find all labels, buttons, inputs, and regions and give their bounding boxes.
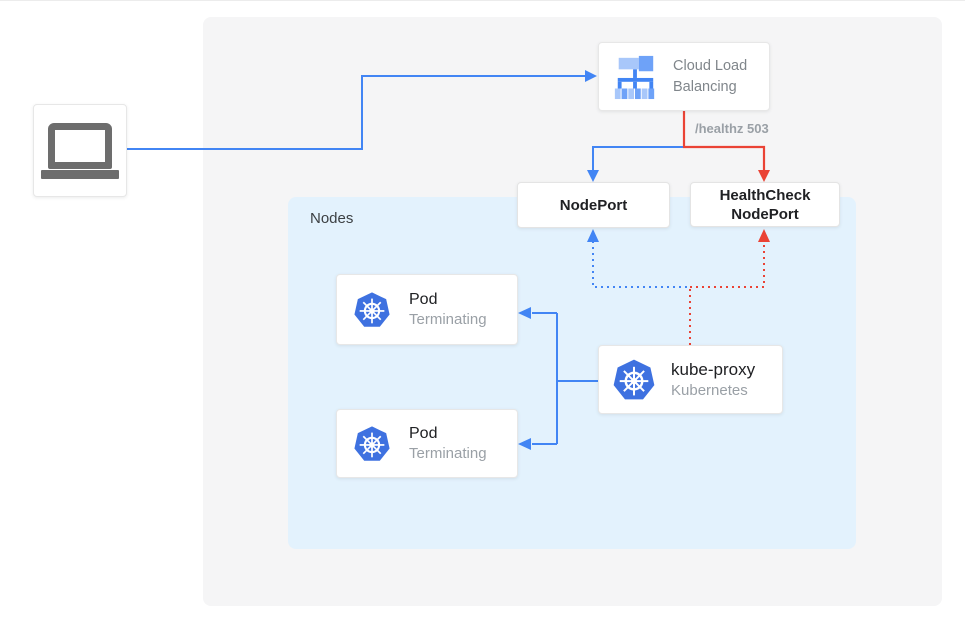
kube-proxy-title: kube-proxy — [671, 359, 756, 379]
nodes-panel-label: Nodes — [310, 210, 354, 227]
pod-title: Pod — [409, 291, 438, 308]
kubernetes-icon — [354, 291, 390, 327]
arrowhead-clb — [585, 70, 597, 82]
pod-node-2: Pod Terminating — [336, 409, 518, 478]
edge-kubeproxy-to-pods — [532, 312, 598, 445]
kubernetes-icon — [354, 425, 390, 461]
laptop-icon — [41, 122, 119, 179]
edge-clb-to-healthcheck — [682, 111, 766, 171]
arrowhead-nodeport-top — [587, 170, 599, 182]
kube-proxy-node: kube-proxy Kubernetes — [598, 345, 783, 414]
nodeport-label: NodePort — [559, 196, 628, 214]
healthz-edge-label: /healthz 503 — [695, 121, 769, 136]
pod-node-1: Pod Terminating — [336, 274, 518, 345]
healthcheck-nodeport-label: HealthCheck NodePort — [719, 186, 811, 223]
edge-kubeproxy-to-nodeport-dotted — [592, 242, 687, 288]
arrowhead-nodeport-bottom — [587, 229, 599, 242]
edge-kubeproxy-to-healthcheck-dotted — [690, 242, 765, 288]
pod-title: Pod — [409, 425, 438, 442]
cloud-load-balancing-icon — [614, 55, 655, 99]
nodeport-node: NodePort — [517, 182, 670, 228]
arrowhead-pod1 — [518, 307, 531, 319]
arrowhead-healthcheck-top — [758, 170, 770, 182]
laptop-screen — [48, 122, 112, 169]
pod-status: Terminating — [409, 445, 487, 462]
laptop-base — [41, 169, 119, 179]
edge-clb-to-nodeport — [592, 146, 683, 171]
cloud-load-balancing-label: Cloud Load Balancing — [673, 57, 748, 95]
pod-status: Terminating — [409, 311, 487, 328]
kubernetes-icon — [613, 359, 655, 399]
cloud-load-balancing-node: Cloud Load Balancing — [598, 42, 770, 111]
arrowhead-pod2 — [518, 438, 531, 450]
healthcheck-nodeport-node: HealthCheck NodePort — [690, 182, 840, 227]
arrowhead-healthcheck-bottom — [758, 229, 770, 242]
edge-client-to-clb — [127, 75, 586, 150]
kube-proxy-subtitle: Kubernetes — [671, 381, 748, 399]
client-laptop-node — [33, 104, 127, 197]
